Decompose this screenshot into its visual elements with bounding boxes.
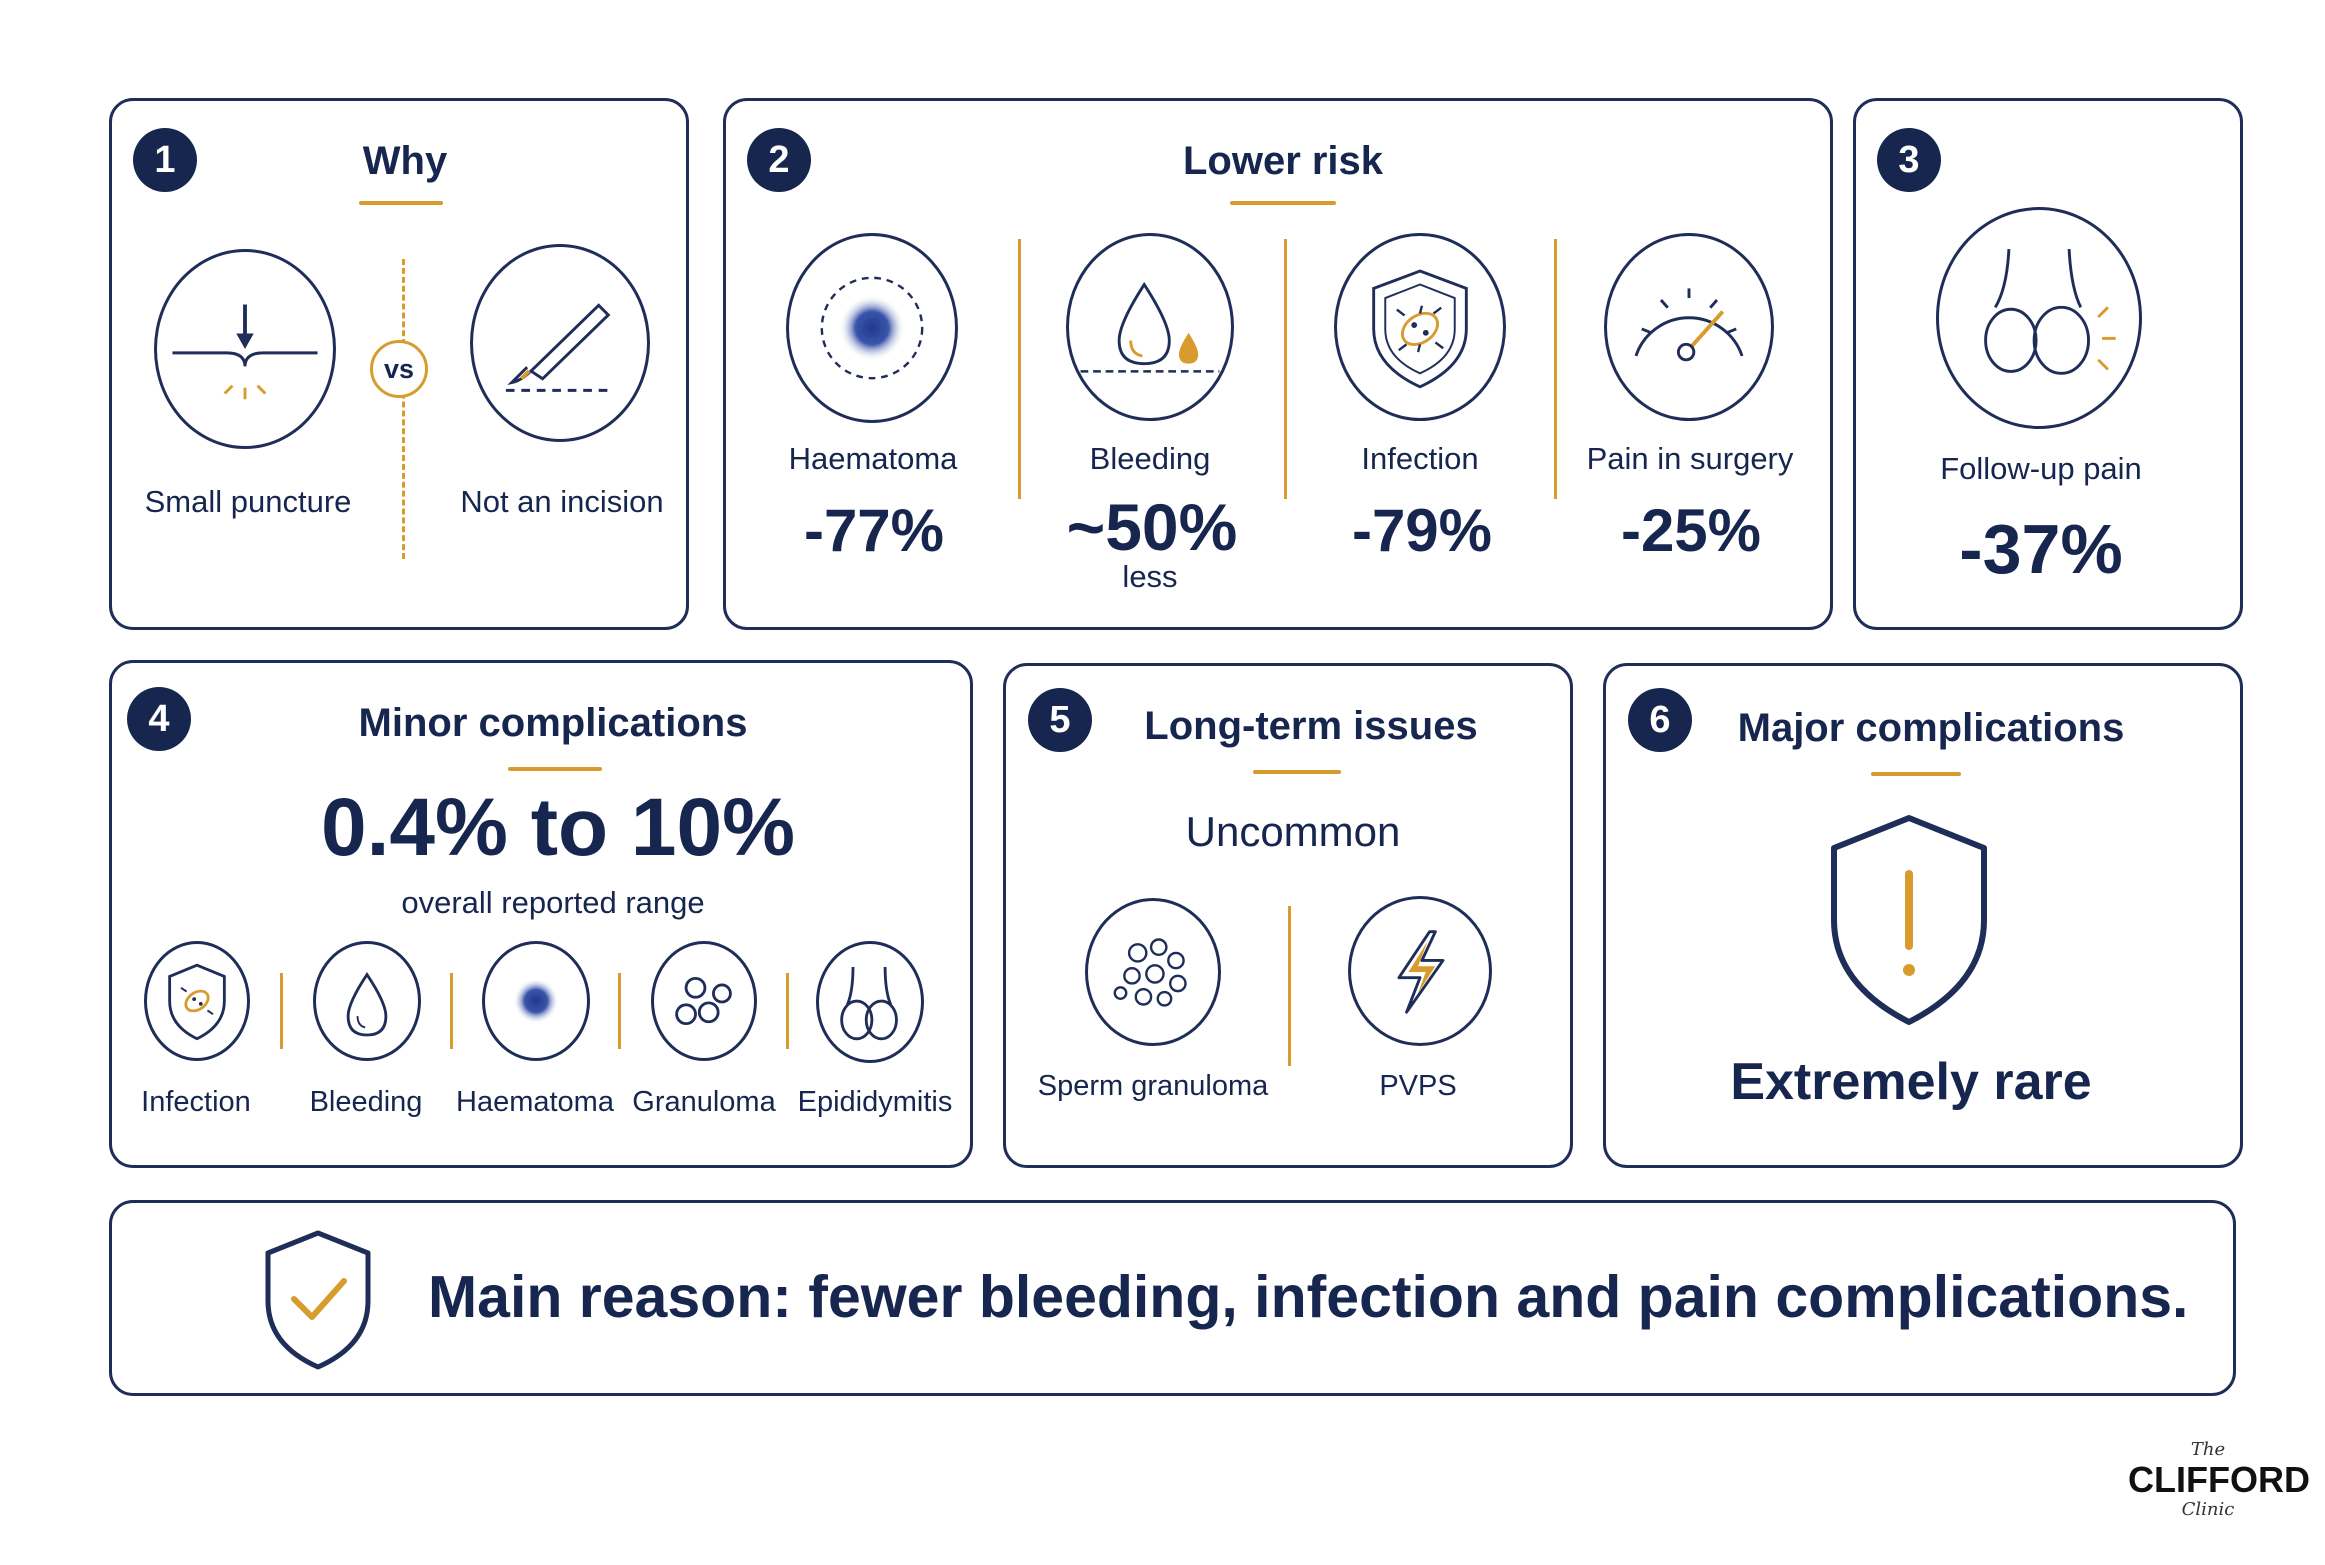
clifford-clinic-logo: The CLIFFORD Clinic — [2128, 1439, 2310, 1550]
panel-long-term-issues: 5 Long-term issues Uncommon Sperm granul… — [1003, 663, 1573, 1168]
divider — [786, 973, 789, 1049]
lower-risk-label: Haematoma — [788, 441, 958, 476]
logo-top-text: The — [2190, 1439, 2226, 1460]
not-incision-label: Not an incision — [460, 484, 664, 519]
lightning-icon — [1348, 896, 1492, 1046]
haematoma-icon — [786, 233, 958, 423]
follow-up-pain-value: -37% — [1959, 510, 2123, 588]
blood-drop-icon — [1066, 233, 1234, 421]
lower-risk-value: ~50% — [1066, 490, 1238, 564]
logo-bottom-text: Clinic — [2181, 1499, 2235, 1520]
range-value: 0.4% to 10% — [321, 782, 795, 873]
lower-risk-label: Pain in surgery — [1586, 441, 1794, 476]
step-number: 2 — [747, 128, 811, 192]
panel-title: Major complications — [1737, 706, 2125, 750]
divider — [280, 973, 283, 1049]
divider — [1284, 239, 1287, 499]
title-underline — [1230, 201, 1336, 205]
lower-risk-label: Infection — [1361, 441, 1479, 476]
divider — [1554, 239, 1557, 499]
divider — [1288, 906, 1291, 1066]
panel-title: Lower risk — [1182, 139, 1384, 183]
bacteria-shield-icon — [1334, 233, 1506, 421]
step-number: 6 — [1628, 688, 1692, 752]
title-underline — [1871, 772, 1961, 776]
major-complications-value: Extremely rare — [1730, 1053, 2092, 1111]
step-number: 4 — [127, 687, 191, 751]
title-underline — [359, 201, 443, 205]
warning-shield-icon — [1824, 808, 1994, 1030]
minor-item-label: Infection — [141, 1086, 251, 1118]
bacteria-shield-icon — [144, 941, 250, 1061]
lower-risk-note: less — [1122, 559, 1178, 594]
panel-why: 1 Why Small puncture vs Not an incision — [109, 98, 689, 630]
step-number: 3 — [1877, 128, 1941, 192]
divider — [618, 973, 621, 1049]
panel-minor-complications: 4 Minor complications 0.4% to 10% overal… — [109, 660, 973, 1168]
title-underline — [508, 767, 602, 771]
small-puncture-label: Small puncture — [144, 484, 352, 519]
scalpel-icon — [470, 244, 650, 442]
step-number: 1 — [133, 128, 197, 192]
check-shield-icon — [258, 1225, 378, 1375]
pain-gauge-icon — [1604, 233, 1774, 421]
vs-badge: vs — [370, 340, 428, 398]
haematoma-icon — [482, 941, 590, 1061]
lower-risk-value: -79% — [1351, 497, 1493, 564]
range-caption: overall reported range — [401, 885, 705, 920]
logo-main-text: CLIFFORD — [2128, 1459, 2310, 1500]
panel-follow-up-pain: 3 Follow-up pain -37% — [1853, 98, 2243, 630]
follow-up-pain-label: Follow-up pain — [1940, 451, 2142, 486]
title-underline — [1253, 770, 1341, 774]
lower-risk-value: -77% — [803, 497, 945, 564]
vs-divider — [402, 259, 405, 559]
panel-major-complications: 6 Major complications Extremely rare — [1603, 663, 2243, 1168]
puncture-icon — [154, 249, 336, 449]
panel-title: Why — [362, 139, 448, 183]
epididymis-icon — [816, 941, 924, 1063]
lower-risk-label: Bleeding — [1089, 441, 1211, 476]
minor-item-label: Haematoma — [456, 1086, 614, 1118]
granuloma-icon — [651, 941, 757, 1061]
divider — [450, 973, 453, 1049]
divider — [1018, 239, 1021, 499]
minor-item-label: Epididymitis — [797, 1086, 953, 1118]
blood-drop-icon — [313, 941, 421, 1061]
step-number: 5 — [1028, 688, 1092, 752]
panel-title: Long-term issues — [1144, 704, 1478, 748]
minor-item-label: Bleeding — [309, 1086, 423, 1118]
sperm-granuloma-icon — [1085, 898, 1221, 1046]
long-term-subtitle: Uncommon — [1185, 808, 1401, 855]
panel-lower-risk: 2 Lower risk Haematoma -77% Bleeding ~50… — [723, 98, 1833, 630]
lower-risk-value: -25% — [1620, 497, 1762, 564]
footer-banner: Main reason: fewer bleeding, infection a… — [109, 1200, 2236, 1396]
panel-title: Minor complications — [358, 701, 748, 745]
long-term-item-label: Sperm granuloma — [1037, 1070, 1269, 1102]
minor-item-label: Granuloma — [632, 1086, 776, 1118]
footer-text: Main reason: fewer bleeding, infection a… — [428, 1264, 2189, 1330]
testicle-pain-icon — [1936, 207, 2142, 429]
long-term-item-label: PVPS — [1379, 1070, 1457, 1102]
